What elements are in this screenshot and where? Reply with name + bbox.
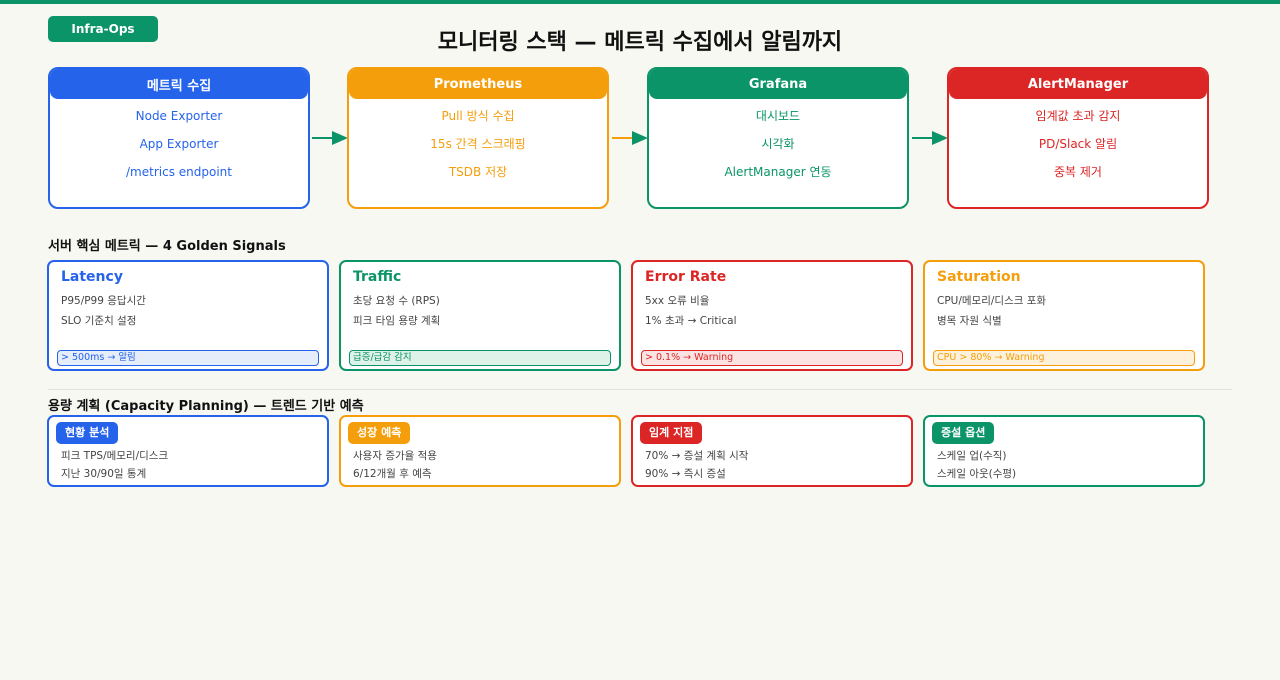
capacity-desc: 90% → 즉시 증설 [645,468,726,480]
page-title: 모니터링 스택 — 메트릭 수집에서 알림까지 [437,30,843,55]
capacity-pill: 임계 지점 [640,422,703,444]
signal-card-error-rate: Error Rate 5xx 오류 비율 1% 초과 → Critical > … [631,260,913,371]
signal-card-saturation: Saturation CPU/메모리/디스크 포화 병목 자원 식별 CPU >… [923,260,1205,371]
capacity-card-growth-forecast: 성장 예측 사용자 증가율 적용 6/12개월 후 예측 [339,415,621,487]
stage-item: Node Exporter [135,109,223,123]
signal-title: Latency [61,269,123,285]
stage-item: Pull 방식 수집 [441,109,515,123]
capacity-desc: 스케일 아웃(수평) [937,468,1017,480]
stage-item: 15s 간격 스크래핑 [430,137,526,151]
capacity-desc: 피크 TPS/메모리/디스크 [61,450,169,462]
capacity-pill: 성장 예측 [348,422,411,444]
threshold-badge: > 500ms → 알림 [57,350,319,366]
stage-title: Prometheus [349,69,607,99]
stage-item: TSDB 저장 [448,165,508,179]
capacity-desc: 지난 30/90일 통계 [61,468,147,480]
stage-metrics-collection: 메트릭 수집 Node Exporter App Exporter /metri… [48,67,310,209]
signal-card-traffic: Traffic 초당 요청 수 (RPS) 피크 타임 용량 계획 급증/급감 … [339,260,621,371]
signal-desc: P95/P99 응답시간 [61,295,146,307]
stage-item: 시각화 [761,137,795,151]
signal-desc: 5xx 오류 비율 [645,295,710,307]
section-title-capacity-planning: 용량 계획 (Capacity Planning) — 트렌드 기반 예측 [48,399,364,414]
stage-title: AlertManager [949,69,1207,99]
signal-desc: CPU/메모리/디스크 포화 [937,295,1047,307]
signal-title: Traffic [353,269,402,285]
stage-item: 중복 제거 [1054,165,1102,179]
signal-desc: 병목 자원 식별 [937,315,1002,327]
threshold-badge: 급증/급감 감지 [349,350,611,366]
capacity-desc: 70% → 증설 계획 시작 [645,450,749,462]
threshold-badge: CPU > 80% → Warning [933,350,1195,366]
flow-arrow-icon [312,131,348,145]
stage-item: 대시보드 [755,109,801,123]
capacity-desc: 스케일 업(수직) [937,450,1007,462]
stage-item: App Exporter [139,137,219,151]
flow-arrow-icon [912,131,948,145]
stage-title: 메트릭 수집 [50,69,308,99]
stage-item: /metrics endpoint [126,165,232,179]
signal-desc: 1% 초과 → Critical [645,315,737,327]
stage-item: AlertManager 연동 [724,165,832,179]
signal-title: Error Rate [645,269,727,285]
capacity-desc: 6/12개월 후 예측 [353,468,432,480]
stage-alertmanager: AlertManager 임계값 초과 감지 PD/Slack 알림 중복 제거 [947,67,1209,209]
stage-item: 임계값 초과 감지 [1035,109,1121,123]
signal-desc: SLO 기준치 설정 [61,315,137,327]
stage-title: Grafana [649,69,907,99]
threshold-badge: > 0.1% → Warning [641,350,903,366]
top-accent-bar [0,0,1280,4]
flow-arrow-icon [612,131,648,145]
signal-desc: 피크 타임 용량 계획 [353,315,441,327]
capacity-card-scaling-options: 증설 옵션 스케일 업(수직) 스케일 아웃(수평) [923,415,1205,487]
capacity-card-current-analysis: 현황 분석 피크 TPS/메모리/디스크 지난 30/90일 통계 [47,415,329,487]
stage-item: PD/Slack 알림 [1038,137,1118,151]
category-tag: Infra-Ops [48,16,158,42]
section-divider [48,389,1232,390]
signal-title: Saturation [937,269,1021,285]
capacity-card-threshold: 임계 지점 70% → 증설 계획 시작 90% → 즉시 증설 [631,415,913,487]
signal-desc: 초당 요청 수 (RPS) [353,295,440,307]
capacity-pill: 증설 옵션 [932,422,995,444]
stage-prometheus: Prometheus Pull 방식 수집 15s 간격 스크래핑 TSDB 저… [347,67,609,209]
signal-card-latency: Latency P95/P99 응답시간 SLO 기준치 설정 > 500ms … [47,260,329,371]
section-title-golden-signals: 서버 핵심 메트릭 — 4 Golden Signals [48,239,286,254]
capacity-pill: 현황 분석 [56,422,119,444]
capacity-desc: 사용자 증가율 적용 [353,450,437,462]
stage-grafana: Grafana 대시보드 시각화 AlertManager 연동 [647,67,909,209]
